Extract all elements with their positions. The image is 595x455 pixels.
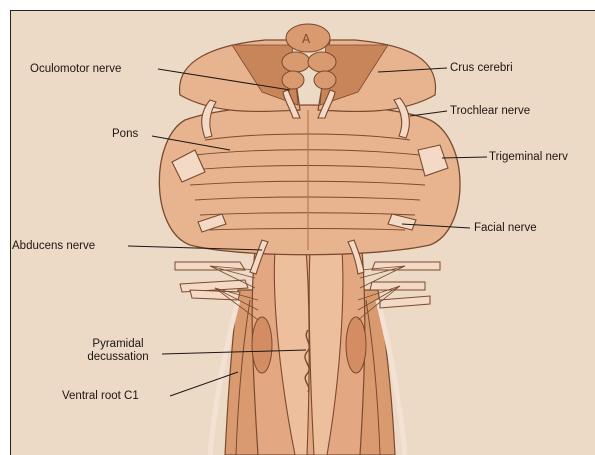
label-abducens-nerve: Abducens nerve	[12, 240, 95, 253]
label-oculomotor-nerve: Oculomotor nerve	[30, 63, 121, 76]
leader-ventral-root	[170, 372, 238, 396]
leader-trochlear	[410, 111, 447, 116]
medulla	[252, 250, 366, 455]
label-pons: Pons	[112, 128, 138, 141]
label-facial-nerve: Facial nerve	[474, 222, 537, 235]
label-trochlear-nerve: Trochlear nerve	[450, 105, 530, 118]
midbrain: A	[180, 24, 436, 111]
right-olive	[346, 317, 366, 373]
label-pyramidal-line1: Pyramidal	[76, 338, 160, 351]
right-mammillary-body	[308, 52, 336, 72]
label-ventral-root-c1: Ventral root C1	[62, 390, 139, 403]
svg-text:A: A	[302, 32, 311, 46]
label-crus-cerebri: Crus cerebri	[450, 62, 513, 75]
left-olive	[252, 317, 272, 373]
label-pyramidal-line2: decussation	[76, 351, 160, 364]
label-trigeminal-nerve: Trigeminal nerv	[489, 151, 568, 164]
label-pyramidal-decussation: Pyramidal decussation	[76, 338, 160, 364]
left-mammillary-body	[282, 52, 310, 72]
